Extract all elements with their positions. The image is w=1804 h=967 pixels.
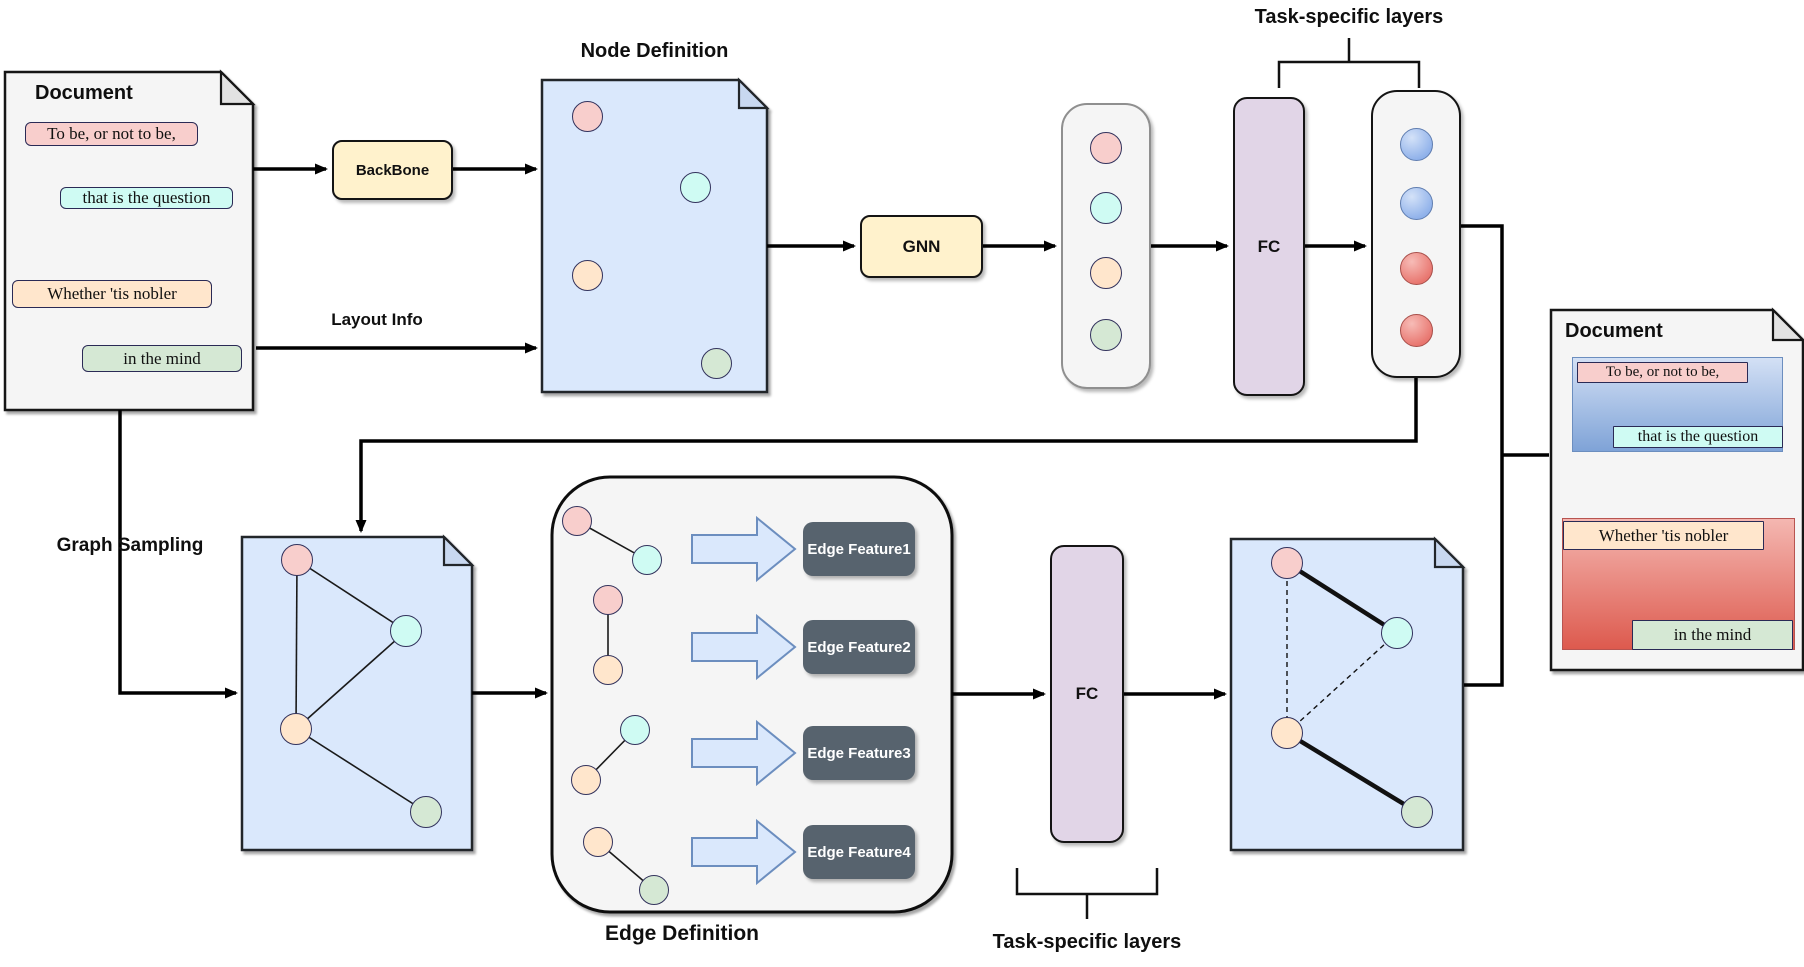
output-document-title: Document: [1565, 320, 1663, 342]
node-orange: [572, 260, 603, 291]
task-specific-bottom-label: Task-specific layers: [992, 931, 1182, 953]
output-node-red-2: [1400, 314, 1433, 347]
output-node-blue-1: [1400, 128, 1433, 161]
sampled-graph-edges: [295, 559, 427, 813]
input-doc-line-4: in the mind: [82, 345, 242, 372]
node-definition-page: [540, 77, 770, 394]
pair3-node-orange: [571, 765, 601, 795]
bracket-bottom-icon: [1015, 868, 1159, 896]
pair4-node-green: [639, 875, 669, 905]
edge-orange-green-kept: [1285, 731, 1419, 814]
pair1-node-cyan: [632, 545, 662, 575]
input-document-page: [3, 69, 256, 412]
output-node-blue-2: [1400, 187, 1433, 220]
bracket-top-icon: [1277, 60, 1421, 88]
vector-node-cyan: [1090, 192, 1122, 224]
output-doc-line-3: Whether 'tis nobler: [1563, 521, 1764, 550]
edge-definition-label: Edge Definition: [605, 922, 759, 945]
edge-feature-4: Edge Feature4: [803, 825, 915, 879]
pair2-node-red: [593, 585, 623, 615]
result-graph-page: [1229, 536, 1466, 852]
block-arrow-icon: [691, 613, 797, 681]
result-graph-edges: [1285, 561, 1419, 814]
block-arrows: [691, 515, 797, 886]
arrow-doc-graph-sampling: [118, 410, 238, 699]
pair3-node-cyan: [620, 715, 650, 745]
edge-feature-3: Edge Feature3: [803, 726, 915, 780]
page-fold-icon: [442, 534, 475, 567]
input-doc-line-3: Whether 'tis nobler: [12, 280, 212, 308]
vector-node-red: [1090, 132, 1122, 164]
pair2-node-orange: [593, 655, 623, 685]
task-specific-top-label: Task-specific layers: [1254, 6, 1444, 28]
fc-bottom-box: FC: [1050, 545, 1124, 843]
vector-node-orange: [1090, 257, 1122, 289]
page-fold-icon: [219, 69, 256, 106]
pair4-node-orange: [583, 827, 613, 857]
sampled-node-cyan: [390, 615, 422, 647]
block-arrow-icon: [691, 515, 797, 583]
output-doc-line-4: in the mind: [1632, 620, 1793, 650]
backbone-box: BackBone: [332, 140, 453, 200]
edge-feature-2: Edge Feature2: [803, 620, 915, 674]
node-green: [701, 348, 732, 379]
page-fold-icon: [1771, 307, 1804, 342]
layout-info-label: Layout Info: [331, 310, 423, 329]
result-node-orange: [1271, 717, 1303, 749]
sampled-node-green: [410, 796, 442, 828]
vector-node-green: [1090, 319, 1122, 351]
flow-arrows: [118, 163, 1549, 700]
output-doc-line-1: To be, or not to be,: [1577, 362, 1748, 383]
result-node-cyan: [1381, 617, 1413, 649]
merge-line-to-document: [1461, 224, 1504, 687]
edge-orange-green: [295, 728, 427, 813]
block-arrow-icon: [691, 719, 797, 787]
input-document-title: Document: [35, 82, 133, 104]
node-cyan: [680, 172, 711, 203]
arrow-feedback-to-sampled-page: [355, 378, 1418, 533]
pair1-node-red: [562, 506, 592, 536]
node-definition-label: Node Definition: [580, 40, 729, 62]
block-arrow-icon: [691, 818, 797, 886]
result-node-red: [1271, 547, 1303, 579]
input-doc-line-1: To be, or not to be,: [25, 122, 198, 146]
edge-orange-cyan-pruned: [1286, 632, 1398, 734]
page-fold-icon: [1433, 536, 1466, 569]
graph-sampling-label: Graph Sampling: [56, 535, 204, 556]
result-node-green: [1401, 796, 1433, 828]
output-doc-line-2: that is the question: [1613, 426, 1783, 448]
edge-red-cyan: [296, 559, 407, 632]
gnn-box: GNN: [860, 215, 983, 278]
edge-orange-cyan: [295, 630, 407, 730]
node-red: [572, 101, 603, 132]
page-fold-icon: [737, 77, 770, 110]
output-node-red-1: [1400, 252, 1433, 285]
brackets: [1015, 38, 1421, 919]
fc-top-box: FC: [1233, 97, 1305, 396]
sampled-node-orange: [280, 713, 312, 745]
edge-red-orange: [295, 559, 298, 730]
sampled-graph-page: [240, 534, 475, 852]
edge-red-cyan-kept: [1285, 561, 1399, 635]
sampled-node-red: [281, 544, 313, 576]
edge-feature-1: Edge Feature1: [803, 522, 915, 576]
input-doc-line-2: that is the question: [60, 187, 233, 209]
